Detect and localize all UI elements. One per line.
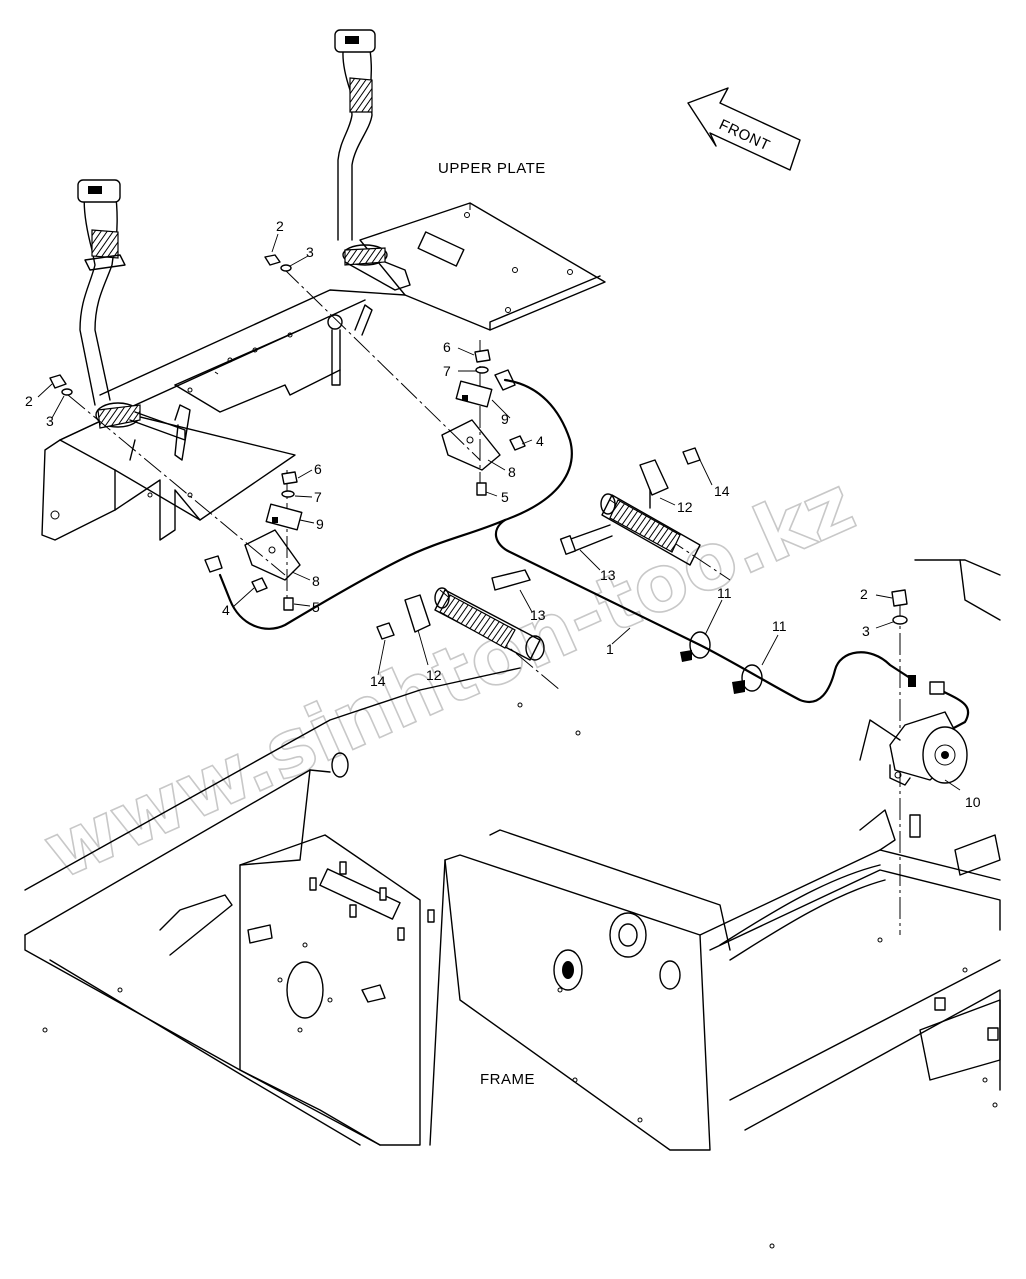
spring-icon	[404, 459, 701, 661]
callout-2: 2	[25, 393, 33, 409]
washer-icon	[892, 615, 908, 625]
callout-2: 2	[276, 218, 284, 234]
nut-icon	[509, 435, 526, 451]
callout-12: 12	[677, 499, 693, 515]
callout-2: 2	[860, 586, 868, 602]
bolt-icon	[376, 622, 395, 640]
callout-5: 5	[501, 489, 509, 505]
callout-11: 11	[717, 585, 732, 601]
callout-5: 5	[312, 599, 320, 615]
nut-icon	[281, 471, 298, 485]
joystick-left-icon	[77, 179, 186, 461]
callout-12: 12	[426, 667, 442, 683]
switch-icon	[244, 380, 501, 581]
callout-4: 4	[222, 602, 230, 618]
washer-icon	[61, 388, 73, 396]
callout-8: 8	[312, 573, 320, 589]
bolt-icon	[682, 447, 701, 465]
callout-4: 4	[536, 433, 544, 449]
callouts: 2 3 2 3 6 7 9 4 8 5 6 7 9 8 5 4 14 12 13…	[25, 218, 981, 810]
upper-plate-label: UPPER PLATE	[438, 160, 546, 177]
nut-icon	[251, 577, 268, 593]
bolt-icon	[891, 589, 908, 607]
washer-icon	[280, 264, 292, 272]
callout-9: 9	[501, 411, 509, 427]
joystick-right-icon	[327, 29, 411, 330]
callout-14: 14	[370, 673, 386, 689]
callout-3: 3	[862, 623, 870, 639]
buzzer-icon	[889, 675, 968, 786]
bolt-icon	[476, 482, 487, 496]
callout-13: 13	[530, 607, 546, 623]
clamp-icon	[680, 631, 763, 694]
fasteners	[49, 254, 908, 640]
leader-lines	[37, 233, 961, 791]
washer-icon	[475, 366, 489, 374]
callout-13: 13	[600, 567, 616, 583]
bolt-icon	[283, 597, 294, 611]
washer-icon	[281, 490, 295, 498]
frame	[24, 559, 1001, 1249]
callout-7: 7	[314, 489, 322, 505]
wire-harness	[204, 369, 970, 732]
nut-icon	[474, 349, 491, 363]
callout-1: 1	[606, 641, 614, 657]
bolt-icon	[49, 374, 67, 389]
callout-14: 14	[714, 483, 730, 499]
frame-label: FRAME	[480, 1071, 535, 1088]
callout-6: 6	[314, 461, 322, 477]
upper-plate	[41, 202, 606, 541]
callout-7: 7	[443, 363, 451, 379]
callout-3: 3	[306, 244, 314, 260]
callout-9: 9	[316, 516, 324, 532]
callout-8: 8	[508, 464, 516, 480]
callout-10: 10	[965, 794, 981, 810]
callout-11: 11	[772, 618, 787, 634]
bolt-icon	[264, 254, 281, 266]
front-arrow-icon: FRONT	[687, 87, 801, 171]
callout-3: 3	[46, 413, 54, 429]
callout-6: 6	[443, 339, 451, 355]
